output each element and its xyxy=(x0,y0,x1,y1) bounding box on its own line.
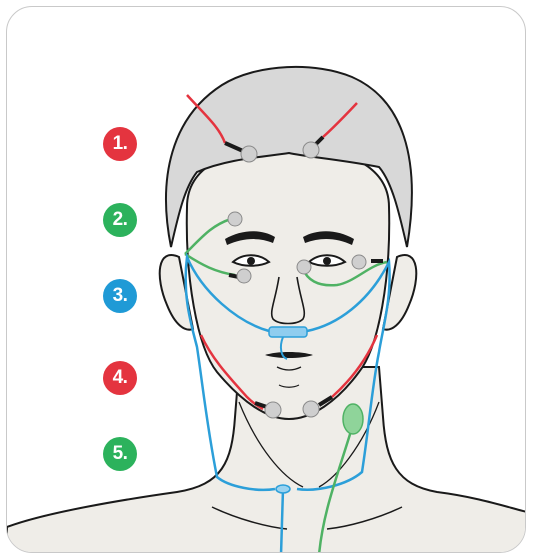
pupil-left xyxy=(247,257,255,265)
head-figure xyxy=(7,7,526,553)
step-badge-5: 5. xyxy=(103,437,137,471)
step-badge-1: 1. xyxy=(103,127,137,161)
step-badge-4: 4. xyxy=(103,361,137,395)
electrode-icon xyxy=(237,269,251,283)
step-badge-label: 3. xyxy=(113,285,128,307)
snore-microphone-icon xyxy=(343,404,363,434)
electrode-icon xyxy=(228,212,242,226)
step-badge-label: 2. xyxy=(113,209,128,231)
electrode-icon xyxy=(297,260,311,274)
electrode-icon xyxy=(303,401,319,417)
step-badge-3: 3. xyxy=(103,279,137,313)
electrode-icon xyxy=(303,142,319,158)
step-badge-2: 2. xyxy=(103,203,137,237)
tube-connector xyxy=(276,485,290,493)
electrode-icon xyxy=(352,255,366,269)
electrode-icon xyxy=(241,146,257,162)
step-badge-label: 1. xyxy=(113,133,128,155)
electrode-icon xyxy=(265,402,281,418)
step-badge-label: 4. xyxy=(113,367,128,389)
step-badge-label: 5. xyxy=(113,443,128,465)
diagram-card: 1. 2. 3. 4. 5. xyxy=(6,6,526,553)
pupil-right xyxy=(323,257,331,265)
nasal-cannula-icon xyxy=(269,327,307,337)
